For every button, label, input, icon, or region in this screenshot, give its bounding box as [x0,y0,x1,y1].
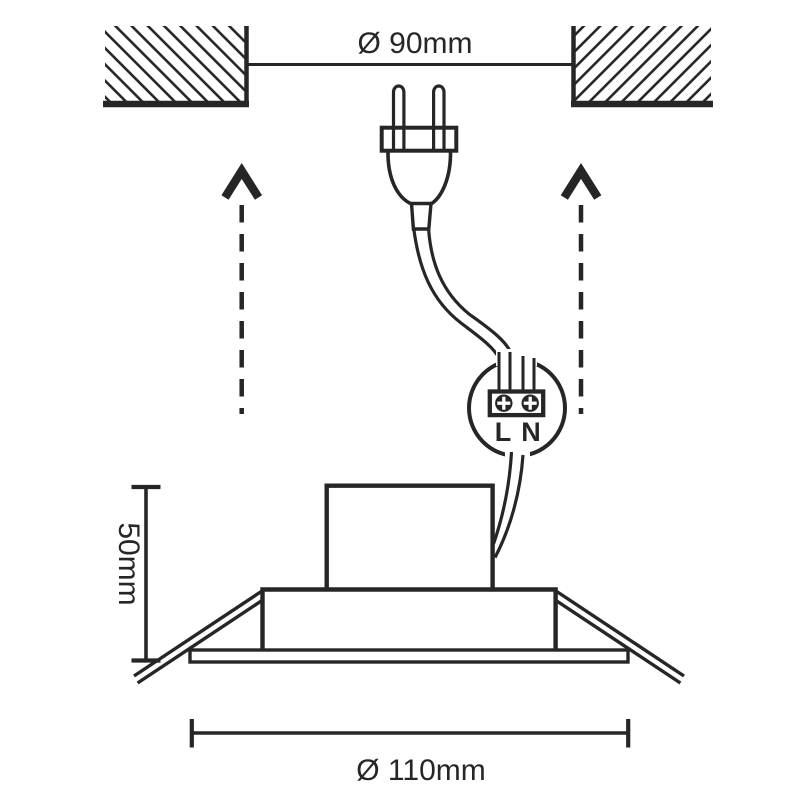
insert-arrow-left [221,163,263,414]
trim-ring [188,648,630,664]
terminal-label-neutral: N [521,417,541,447]
downlight-fixture [133,483,685,685]
terminal-screw-live [495,394,513,412]
arrow-head-left-icon [221,163,263,200]
terminal-wires [497,352,536,391]
plug-pin-right [432,84,446,150]
cable-lower-line-2 [493,454,525,559]
connector-wire-entry-mask [496,349,537,366]
power-cable-upper [412,228,513,360]
insert-arrow-right [560,163,602,414]
spring-clip-right-inner [555,599,682,685]
terminal-label-live: L [495,417,512,447]
arrow-head-right-icon [560,163,602,200]
lamp-body [260,587,558,650]
plug-body-right-contour [429,150,453,206]
cable-lower-line-1 [491,451,514,545]
outer-diameter-dimension: Ø 110mm [189,719,631,787]
terminal-connector: L N [467,349,567,459]
cable-upper-line-2 [427,228,513,355]
power-cable-lower [491,451,525,559]
ceiling-section-left [103,26,249,108]
terminal-screw-neutral [521,394,539,412]
plug-pin-left [391,84,406,150]
power-plug [379,84,459,231]
spring-clip-left-inner [136,599,263,685]
driver-box [324,483,495,590]
plug-pin-base [379,125,459,153]
ceiling-hatch-right [573,26,711,104]
plug-cable-boot [409,201,433,231]
cutout-diameter-label: Ø 90mm [357,27,472,60]
plug-body-left-contour [386,150,413,206]
outer-diameter-label: Ø 110mm [356,754,485,787]
height-label: 50mm [112,522,145,605]
ceiling-hatch-left [105,26,247,104]
spring-clip-right-outer [555,589,685,678]
cutout-dimension: Ø 90mm [247,27,573,66]
connector-wire-exit-mask [505,446,530,459]
ceiling-section-right [571,26,713,108]
cable-upper-line-1 [412,228,501,360]
height-dimension: 50mm [112,484,161,663]
